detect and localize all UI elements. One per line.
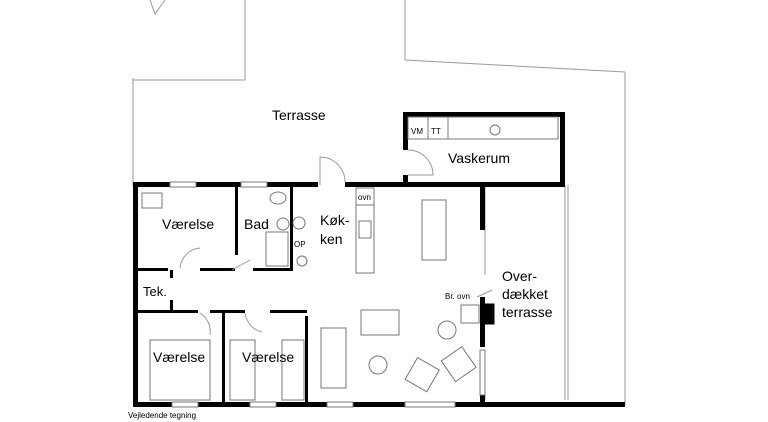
room-label-bath: Bad xyxy=(244,216,269,232)
windows xyxy=(169,181,486,408)
caption: Vejledende tegning xyxy=(128,411,196,420)
fixture-wood-stove: Br. ovn xyxy=(445,292,470,301)
fixture-oven: ovn xyxy=(358,193,371,202)
room-label-terrace: Terrasse xyxy=(272,107,326,123)
room-label-covered-terrace-3: terrasse xyxy=(502,304,553,320)
room-label-bedroom-2: Værelse xyxy=(153,349,205,365)
room-label-covered-terrace-1: Over- xyxy=(502,268,537,284)
furniture xyxy=(141,116,559,401)
room-label-kitchen-1: Køk- xyxy=(320,212,350,228)
room-label-kitchen-2: ken xyxy=(320,231,343,247)
room-label-laundry: Vaskerum xyxy=(448,150,510,166)
walls xyxy=(133,112,625,407)
room-label-bedroom-1: Værelse xyxy=(162,216,214,232)
fixture-washing-machine: VM xyxy=(411,127,423,136)
room-label-technical: Tek. xyxy=(143,284,167,299)
doors xyxy=(179,149,434,336)
room-label-bedroom-3: Værelse xyxy=(242,349,294,365)
fixture-tumble-dryer: TT xyxy=(431,127,441,136)
room-label-covered-terrace-2: dækket xyxy=(502,286,548,302)
fixture-op: OP xyxy=(294,240,306,249)
